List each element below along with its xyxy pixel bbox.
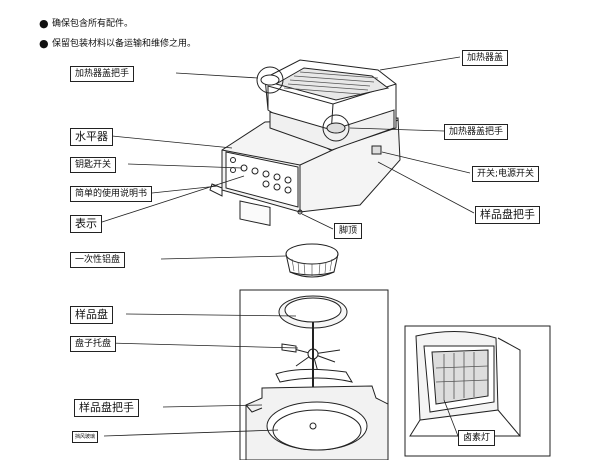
label-pan-support: 盘子托盘 <box>70 336 117 352</box>
label-sample-pan-handle-lower: 样品盘把手 <box>74 399 139 417</box>
disposable-pan-drawing <box>285 243 339 278</box>
note-accessories: ● 确保包含所有配件。 <box>39 17 134 30</box>
label-display: 表示 <box>70 215 102 233</box>
label-windshield: 挡风玻璃 <box>72 431 99 443</box>
label-heater-cover-handle-left: 加热器盖把手 <box>70 66 135 82</box>
label-halogen-lamp: 卤素灯 <box>458 430 496 446</box>
bullet-icon: ● <box>39 37 49 50</box>
note-packaging: ● 保留包装材料以备运输和维修之用。 <box>39 37 197 50</box>
label-disposable-pan: 一次性铝盘 <box>70 252 126 268</box>
label-level: 水平器 <box>70 128 113 146</box>
halogen-inset-frame <box>404 325 551 457</box>
bullet-icon: ● <box>39 17 49 30</box>
label-foot: 脚顶 <box>334 223 363 239</box>
label-power-switch: 开关;电源开关 <box>472 166 540 182</box>
label-sample-pan: 样品盘 <box>70 306 113 324</box>
label-heater-cover: 加热器盖 <box>462 50 509 66</box>
analyzer-body-drawing <box>209 59 401 226</box>
label-heater-cover-handle-right: 加热器盖把手 <box>444 124 509 140</box>
label-key-switch: 钥匙开关 <box>70 157 117 173</box>
leader-lines <box>101 56 475 437</box>
exploded-view-frame <box>239 289 389 460</box>
label-quick-guide: 简单的使用说明书 <box>70 186 153 202</box>
highlight-circle <box>256 66 284 94</box>
highlight-circle <box>322 114 350 142</box>
label-sample-pan-handle-right: 样品盘把手 <box>475 206 540 224</box>
exploded-view-drawing <box>245 295 389 460</box>
halogen-lamp-drawing <box>409 331 522 437</box>
